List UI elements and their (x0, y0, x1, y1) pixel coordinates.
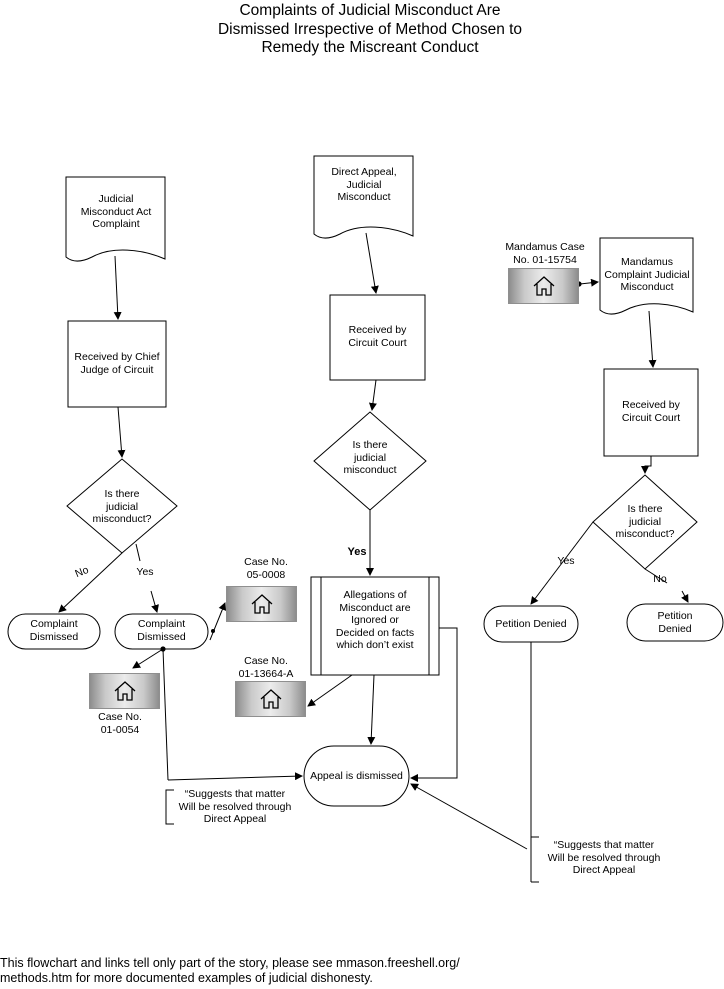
right-received-label: Received by Circuit Court (621, 399, 681, 424)
footer-note: This flowchart and links tell only part … (0, 956, 460, 985)
home-icon (260, 689, 281, 709)
case-05-0008-link-button[interactable] (226, 586, 297, 622)
appeal-dismissed-label: Appeal is dismissed (310, 770, 403, 782)
right-suggestion-label: “Suggests that matter Will be resolved t… (547, 839, 661, 876)
mandamus-case-label: Mandamus Case No. 01-15754 (505, 241, 585, 266)
middle-received-label: Received by Circuit Court (348, 324, 407, 349)
middle-document-label: Direct Appeal, Judicial Misconduct (331, 166, 397, 203)
petition-denied-yes-label: Petition Denied (495, 618, 567, 630)
appeal-dismissed-terminal (303, 745, 410, 807)
left-yes-label: Yes (136, 566, 154, 578)
right-document-shape (599, 237, 694, 315)
left-decision-label: Is there judicial misconduct? (92, 488, 152, 525)
home-icon (533, 276, 554, 296)
left-received-box (67, 320, 167, 408)
left-dismissed-no-terminal (7, 613, 101, 650)
left-document-shape (65, 176, 166, 262)
case-01-13664-a-link-button[interactable] (235, 681, 306, 717)
left-suggestion-label: “Suggests that matter Will be resolved t… (178, 788, 292, 825)
right-decision-label: Is there judicial misconduct? (615, 503, 675, 540)
page-title: Complaints of Judicial Misconduct Are Di… (217, 2, 523, 56)
case-01-0054-link-button[interactable] (89, 673, 160, 709)
middle-yes-label: Yes (347, 546, 367, 558)
middle-process-label: Allegations of Misconduct are Ignored or… (335, 589, 415, 651)
middle-process-box (310, 576, 440, 676)
right-yes-label: Yes (557, 555, 575, 567)
middle-document-shape (313, 155, 414, 239)
home-icon (114, 681, 135, 701)
left-document-label: Judicial Misconduct Act Complaint (80, 193, 152, 230)
home-icon (251, 594, 272, 614)
middle-decision-label: Is there judicial misconduct (343, 439, 397, 476)
case-01-13664-a-label: Case No. 01-13664-A (238, 655, 294, 680)
case-05-0008-label: Case No. 05-0008 (244, 556, 288, 581)
left-received-label: Received by Chief Judge of Circuit (74, 351, 160, 376)
mandamus-case-link-button[interactable] (508, 268, 579, 304)
case-01-0054-label: Case No. 01-0054 (98, 711, 142, 736)
petition-denied-no-terminal (626, 603, 724, 642)
right-document-label: Mandamus Complaint Judicial Misconduct (604, 256, 690, 293)
right-no-label: No (653, 573, 667, 585)
petition-denied-no-label: Petition Denied (657, 610, 693, 635)
right-received-box (603, 368, 699, 457)
left-dismissed-no-label: Complaint Dismissed (29, 618, 79, 643)
left-dismissed-yes-label: Complaint Dismissed (137, 618, 186, 643)
middle-received-box (329, 294, 426, 381)
